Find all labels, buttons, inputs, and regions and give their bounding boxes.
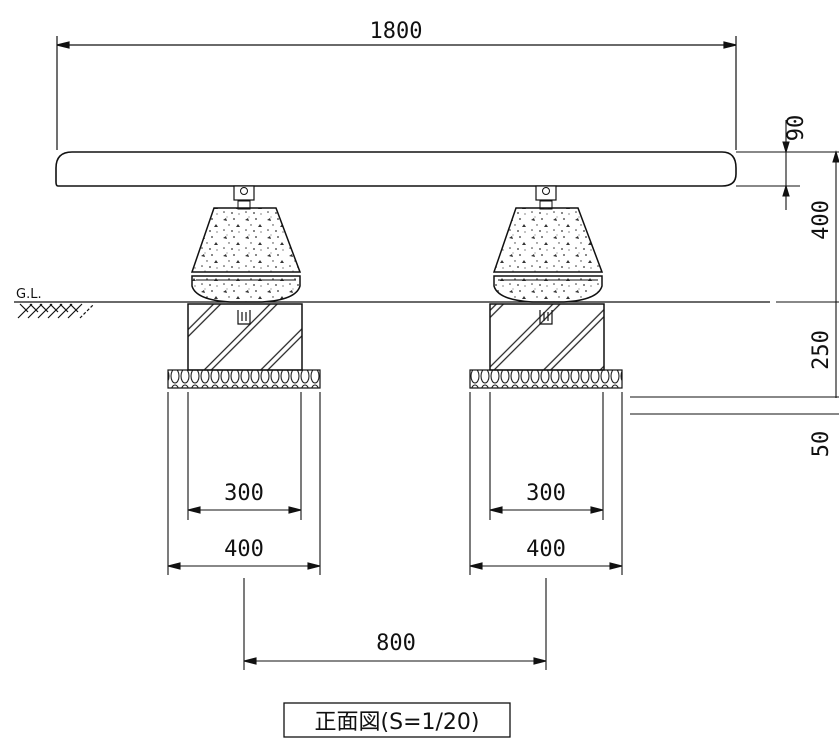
dim-right-side — [630, 120, 839, 415]
dim-right-widths — [469, 392, 623, 575]
dim-text-footing-depth: 250 — [809, 330, 834, 370]
right-support — [469, 185, 623, 389]
dim-text-base-width-right: 400 — [526, 537, 566, 562]
dim-text-base-width-left: 400 — [224, 537, 264, 562]
dim-text-seat-height: 400 — [809, 200, 834, 240]
dim-text-support-spacing: 800 — [376, 631, 416, 656]
dim-support-spacing — [243, 578, 547, 670]
dim-left-widths — [167, 392, 321, 575]
dim-text-footing-width-left: 300 — [224, 481, 264, 506]
left-support — [167, 185, 321, 389]
dim-text-seat-thickness: 90 — [784, 115, 809, 142]
dim-text-footing-width-right: 300 — [526, 481, 566, 506]
ground-level-label: G.L. — [16, 287, 42, 302]
bench-seat — [55, 151, 737, 187]
drawing-title: 正面図(S=1/20) — [315, 710, 480, 735]
dim-text-base-layer: 50 — [809, 431, 834, 458]
ground-line — [14, 301, 770, 319]
dim-bench-length — [56, 36, 737, 150]
drawing-title-box — [283, 702, 511, 738]
dim-text-bench-length: 1800 — [370, 19, 423, 44]
